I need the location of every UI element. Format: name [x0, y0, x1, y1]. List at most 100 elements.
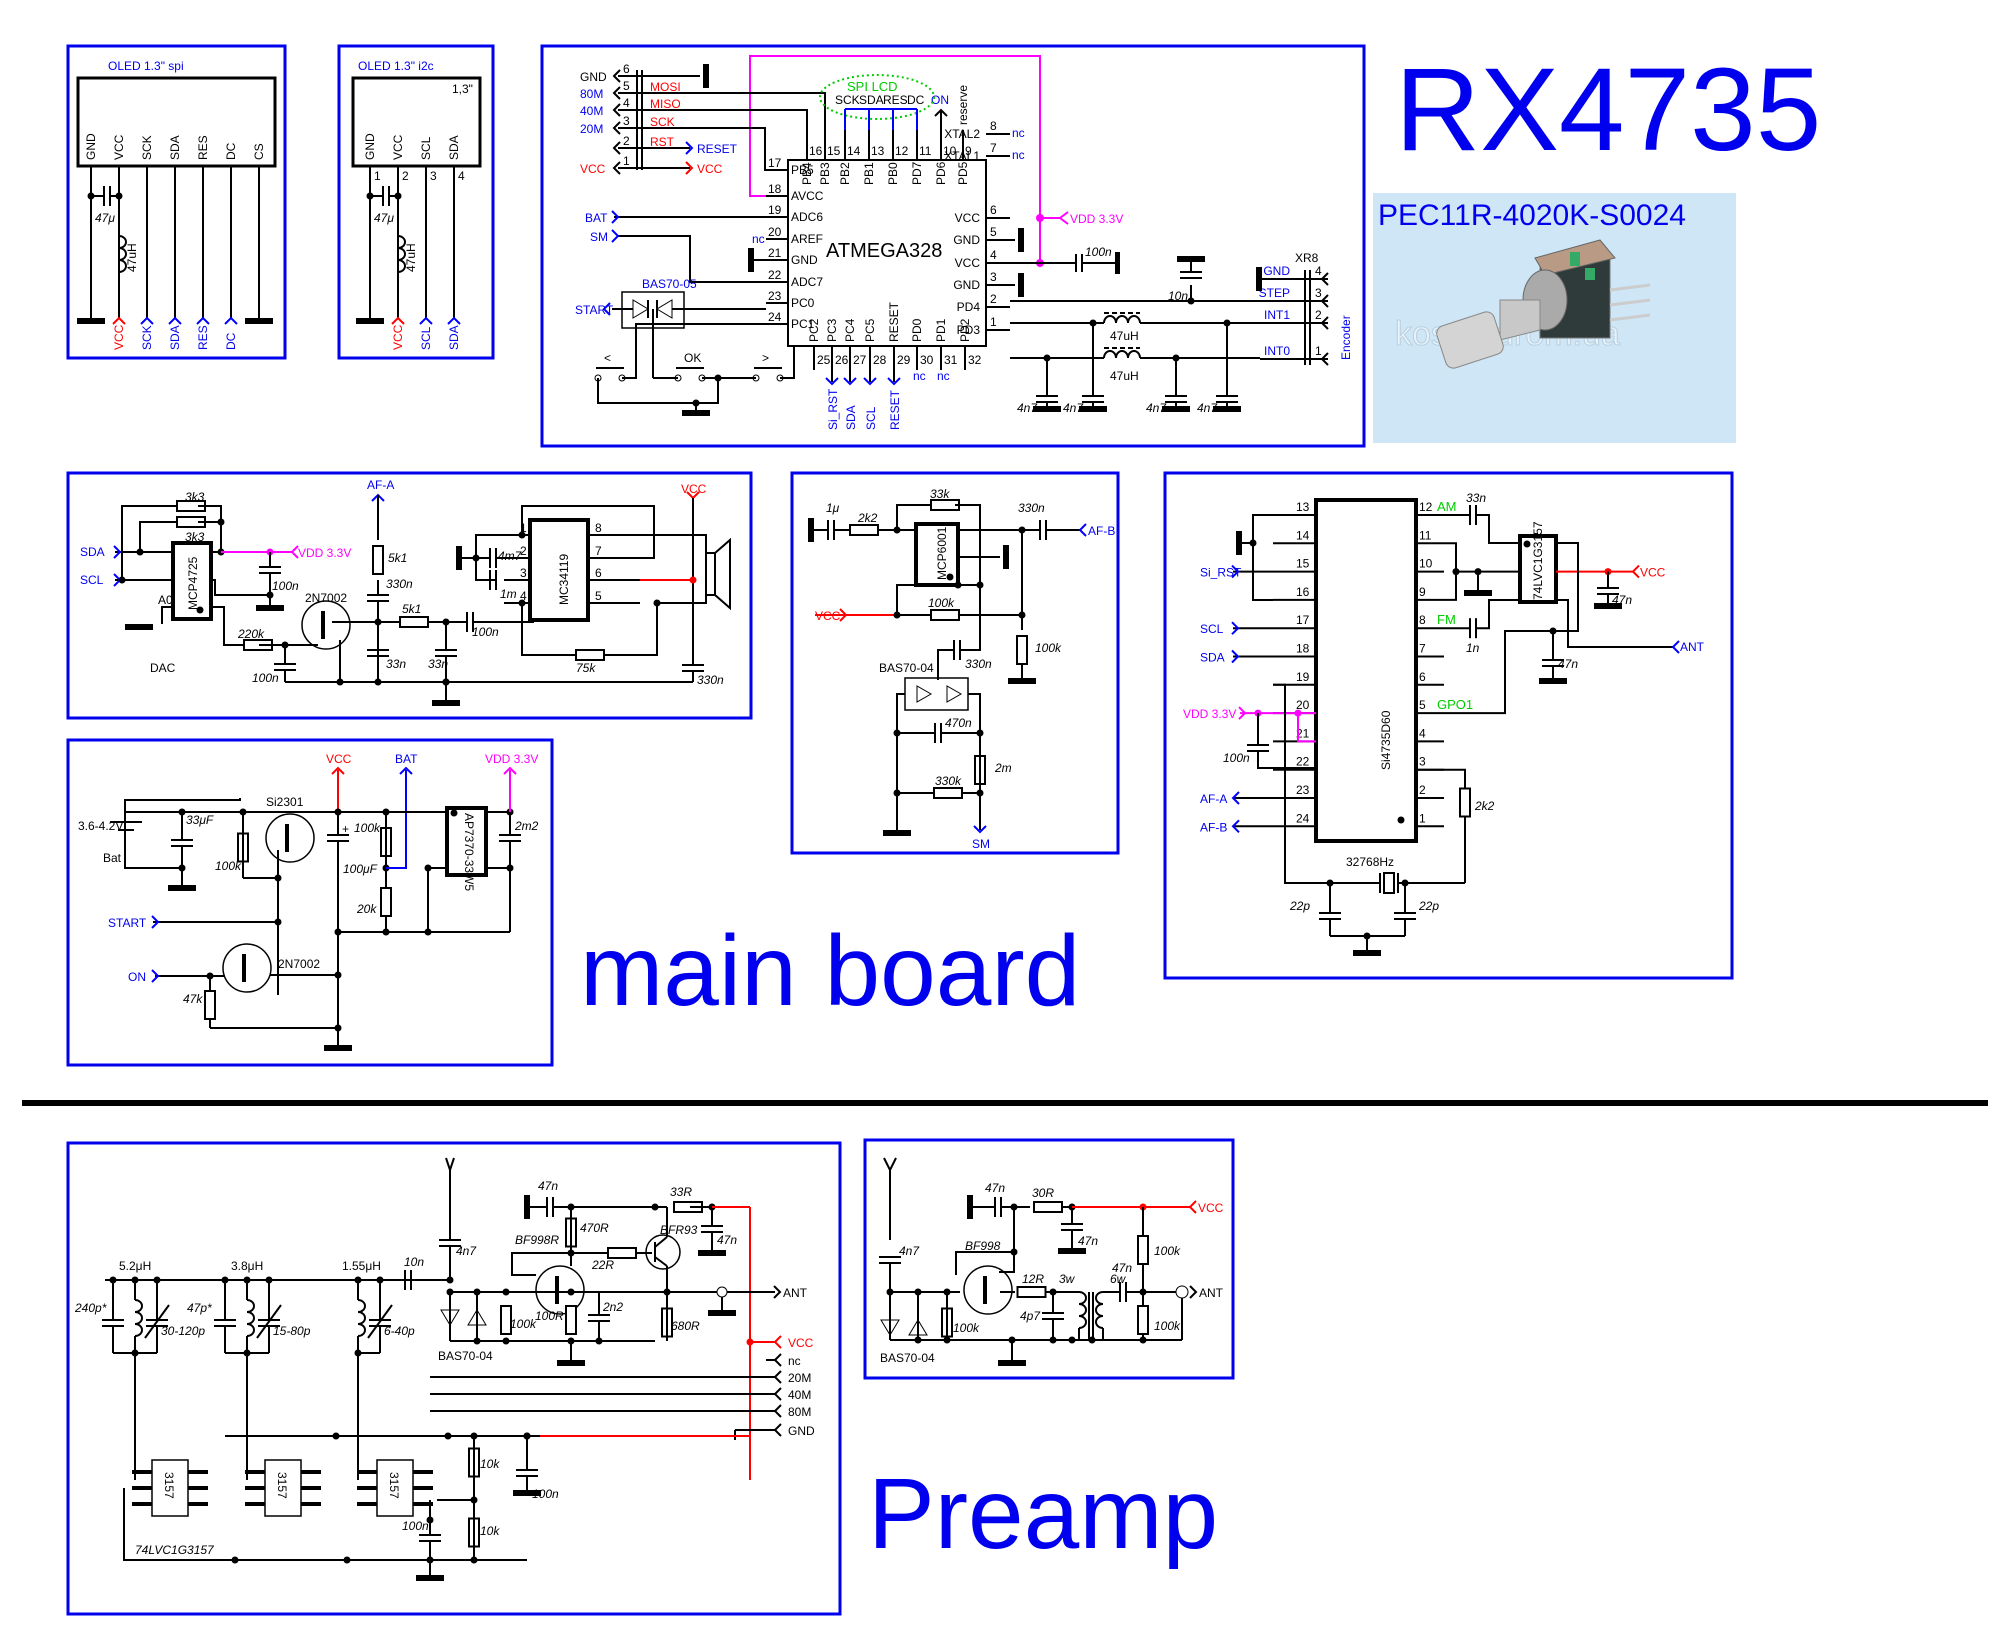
- ground-icon: [256, 605, 284, 611]
- oled-spi-pin-cs: CS: [252, 143, 266, 160]
- wire: [640, 534, 707, 553]
- ground-icon: [1236, 531, 1242, 555]
- diode-icon: [440, 1309, 460, 1326]
- mcu-pin-number: 9: [965, 144, 972, 158]
- inductor-icon: [134, 1299, 143, 1337]
- net-connector-icon: [419, 316, 433, 325]
- dac-vdd-label: VDD 3.3V: [298, 546, 351, 560]
- pre2-transformer-primary: 3w: [1059, 1272, 1076, 1286]
- agc-vcc-label: VCC: [815, 609, 841, 623]
- radio-pin-number: 4: [1419, 726, 1426, 740]
- pre2-cout-label: 47n: [1112, 1261, 1132, 1275]
- isp-pin-number: 6: [623, 62, 630, 76]
- mcu-pin-name: PD7: [910, 161, 924, 185]
- encoder-part-label: PEC11R-4020K-S0024: [1378, 199, 1686, 232]
- net-connector-icon: [825, 377, 839, 386]
- net-connector-icon: [773, 1285, 782, 1299]
- pre1-rbase-label: 22R: [591, 1258, 614, 1272]
- mcu-pin-number: 20: [768, 225, 782, 239]
- mcu-net-on: ON: [931, 93, 949, 107]
- dac-fet-icon: [301, 600, 351, 650]
- ground-icon: [432, 700, 460, 706]
- resistor-icon: [565, 1305, 577, 1335]
- wire: [123, 1488, 527, 1561]
- net-connector-icon: [612, 86, 621, 100]
- net-connector-icon: [224, 316, 238, 325]
- encoder-photo: PEC11R-4020K-S0024 kosmodrom.ua: [1373, 193, 1736, 443]
- net-connector-icon: [611, 210, 620, 224]
- pre2-rgate-label: 100k: [953, 1321, 980, 1335]
- net-connector-icon: [112, 316, 126, 325]
- net-connector-icon: [1189, 1285, 1198, 1299]
- mcu-net-nc: nc: [1012, 126, 1025, 140]
- radio-pin-number: 8: [1419, 613, 1426, 627]
- mcu-pin-name: PD2: [958, 318, 972, 342]
- ground-icon: [1162, 406, 1190, 412]
- inductor-icon: [246, 1299, 255, 1337]
- inductor-icon: [1103, 350, 1141, 359]
- coax-connector-icon: [716, 1286, 728, 1298]
- isp-to-reset: RESET: [697, 142, 738, 156]
- resistor-icon: [930, 499, 960, 511]
- spi-lcd-signal: SDA: [859, 93, 884, 107]
- junction-dot: [231, 1556, 239, 1564]
- junction-dot: [446, 1276, 454, 1284]
- pre1-rdiv1-label: 10k: [480, 1457, 500, 1471]
- amp-chip: [528, 518, 590, 622]
- net-connector-icon: [168, 316, 182, 325]
- net-connector-icon: [1320, 294, 1329, 308]
- power-bat-label: BAT: [395, 752, 418, 766]
- mcu-pin-name: GND: [791, 253, 818, 267]
- mcu-pin-number: 7: [990, 141, 997, 155]
- radio-pin-number: 22: [1296, 755, 1310, 769]
- mcu-pin-number: 1: [990, 315, 997, 329]
- mcu-pin-number: 24: [768, 310, 782, 324]
- junction-dot: [1523, 540, 1531, 548]
- isp-net-40m: 40M: [580, 104, 603, 118]
- antenna-icon: [883, 1157, 897, 1240]
- junction-dot: [332, 1432, 340, 1440]
- net-connector-icon: [1238, 706, 1247, 720]
- isp-pin-number: 3: [623, 114, 630, 128]
- net-connector-icon: [685, 141, 694, 155]
- dac-r2-label: 5k1: [402, 602, 421, 616]
- connector-pin-name: GND: [1263, 264, 1290, 278]
- diode-icon: [916, 685, 933, 703]
- mcu-pin-number: 19: [768, 203, 782, 217]
- agc-af-out: AF-B: [1088, 524, 1115, 538]
- battery-label: Bat: [103, 851, 122, 865]
- pre1-switch-chip: [264, 1459, 302, 1517]
- radio-pin-number: 16: [1296, 585, 1310, 599]
- wire: [1556, 599, 1673, 648]
- mcu-pin-number: 12: [895, 144, 909, 158]
- amp-c6-label: 1m: [500, 587, 517, 601]
- amp-pin-number: 4: [520, 589, 527, 603]
- net-connector-icon: [773, 1423, 782, 1437]
- agc-cfilter-label: 470n: [945, 716, 972, 730]
- net-connector-icon: [1320, 316, 1329, 330]
- radio-xtal-cap-label: 22p: [1289, 899, 1310, 913]
- radio-net-scl: SCL: [1200, 622, 1224, 636]
- amp-pin-number: 8: [595, 521, 602, 535]
- junction-dot: [1018, 611, 1026, 619]
- amp-rfb-label: 75k: [576, 661, 596, 675]
- wire: [1257, 751, 1316, 769]
- wire: [654, 1236, 668, 1248]
- agc-section: 1μ2k233kMCP6001330nAF-BVCC100k100k330nBA…: [790, 471, 1120, 855]
- connector-pin-number: 3: [1315, 286, 1322, 300]
- power-on-label: ON: [128, 970, 146, 984]
- net-connector-icon: [1320, 272, 1329, 286]
- ground-icon: [77, 318, 105, 324]
- isp-pin-number: 4: [623, 96, 630, 110]
- oled-spi-pin-vcc: VCC: [112, 134, 126, 160]
- junction-dot: [1068, 1336, 1076, 1344]
- wire: [161, 606, 173, 624]
- mcu-pin-name: PC1: [791, 317, 815, 331]
- isp-net-gnd: GND: [580, 70, 607, 84]
- isp-signal-miso: MISO: [650, 97, 681, 111]
- radio-pin-number: 5: [1419, 698, 1426, 712]
- radio-net-vdd: VDD 3.3V: [1183, 707, 1236, 721]
- net-connector-icon: [602, 302, 611, 316]
